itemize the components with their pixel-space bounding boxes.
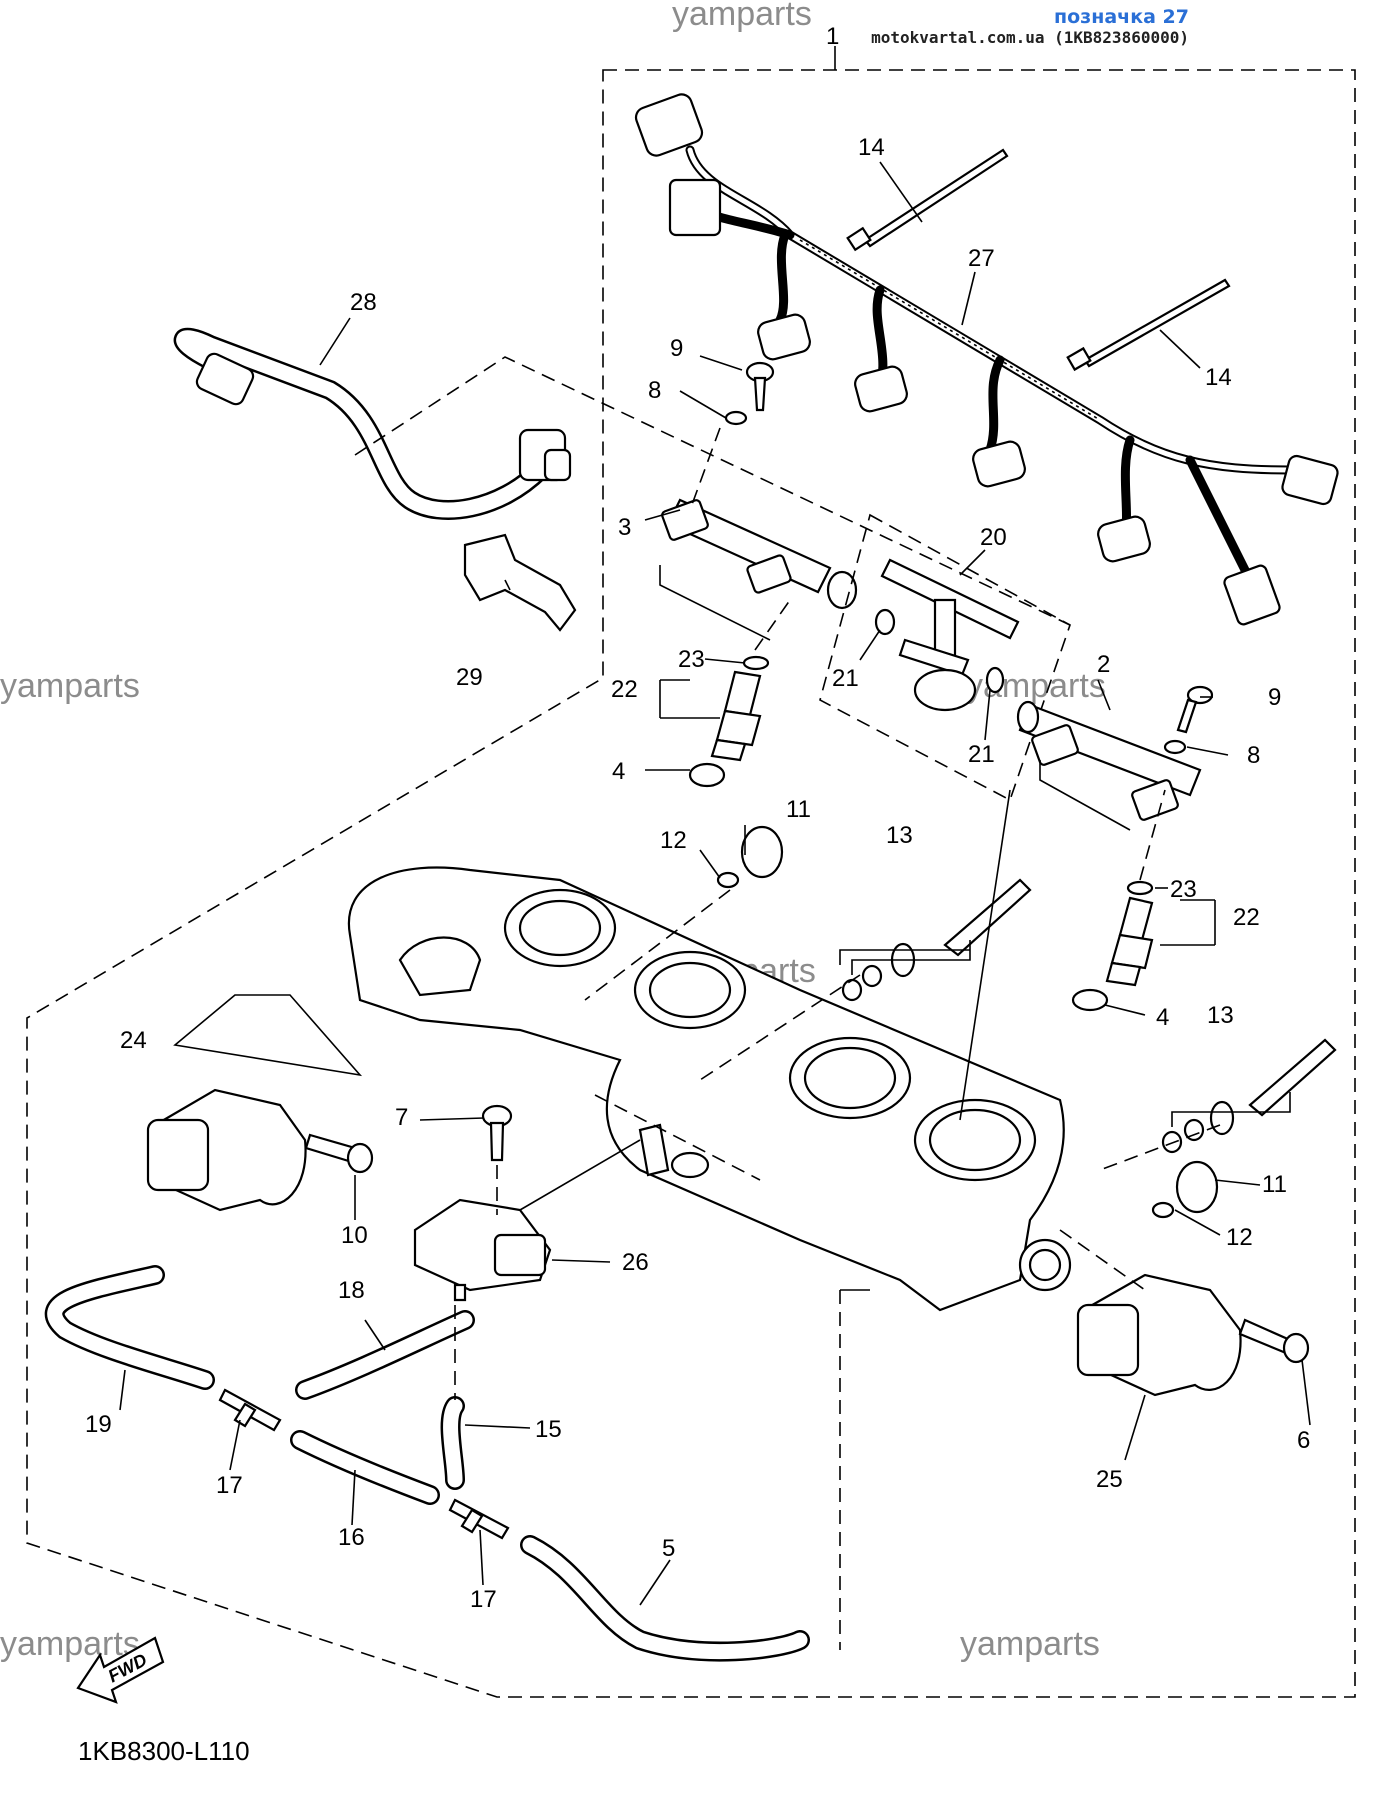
screw[interactable]: [304, 1133, 374, 1174]
callout-11: 11: [786, 796, 811, 823]
t-joint[interactable]: [218, 1388, 282, 1432]
callout-4: 4: [612, 758, 625, 785]
callout-2: 2: [1097, 651, 1110, 678]
pressure-regulator[interactable]: [880, 558, 1020, 712]
o-ring[interactable]: [985, 666, 1005, 694]
vacuum-hose[interactable]: [440, 1396, 465, 1490]
fuel-injector-right[interactable]: [1105, 896, 1154, 987]
callout-27: 27: [968, 245, 995, 272]
fuel-rail-left[interactable]: [661, 498, 858, 610]
callout-9: 9: [670, 335, 683, 362]
throttle-position-sensor[interactable]: [1076, 1273, 1242, 1397]
washer[interactable]: [724, 410, 748, 426]
watermark: yamparts: [672, 0, 812, 33]
washer[interactable]: [1163, 739, 1187, 755]
callout-12: 12: [1226, 1224, 1253, 1251]
screw[interactable]: [481, 1104, 513, 1162]
callout-1: 1: [826, 23, 839, 50]
callout-22: 22: [611, 676, 638, 703]
bolt[interactable]: [745, 361, 775, 412]
bypass-screw[interactable]: [1161, 1038, 1337, 1154]
callout-25: 25: [1096, 1466, 1123, 1493]
callout-14: 14: [1205, 364, 1232, 391]
callout-21: 21: [832, 665, 859, 692]
wire-harness[interactable]: [633, 92, 1339, 626]
o-ring[interactable]: [742, 655, 770, 671]
callout-20: 20: [980, 524, 1007, 551]
callout-8: 8: [648, 377, 661, 404]
site-label[interactable]: позначка 27: [1054, 6, 1189, 28]
callouts: 1 2 3 4 4 5 6 7 8 8 9 9 10 11 11 12 12 1…: [85, 23, 1310, 1613]
callout-12: 12: [660, 827, 687, 854]
callout-13: 13: [1207, 1002, 1234, 1029]
clip[interactable]: [716, 871, 740, 889]
callout-23: 23: [678, 646, 705, 673]
fuel-injector-left[interactable]: [710, 670, 762, 762]
intake-pressure-sensor[interactable]: [413, 1198, 552, 1302]
callout-4: 4: [1156, 1004, 1169, 1031]
vacuum-hose[interactable]: [295, 1310, 475, 1400]
callout-7: 7: [395, 1104, 408, 1131]
callout-11: 11: [1262, 1171, 1287, 1198]
callout-15: 15: [535, 1416, 562, 1443]
clip[interactable]: [1151, 1201, 1175, 1219]
callout-3: 3: [618, 514, 631, 541]
fuel-hose[interactable]: [173, 327, 572, 520]
source-label: motokvartal.com.ua (1KB823860000): [871, 28, 1189, 47]
bolt[interactable]: [1176, 685, 1214, 734]
callout-21: 21: [968, 741, 995, 768]
callout-18: 18: [338, 1277, 365, 1304]
seal[interactable]: [688, 762, 726, 788]
callout-29: 29: [456, 664, 483, 691]
assembly-boundary: [26, 69, 1356, 1698]
callout-28: 28: [350, 289, 377, 316]
watermark: yamparts: [960, 1625, 1100, 1663]
vacuum-hose[interactable]: [290, 1430, 440, 1505]
cap[interactable]: [1175, 1160, 1219, 1214]
t-joint[interactable]: [448, 1498, 510, 1540]
fuel-rail-right[interactable]: [1016, 700, 1202, 821]
throttle-position-sensor[interactable]: [146, 1088, 307, 1212]
hose-clamp[interactable]: [463, 533, 577, 632]
cable-tie[interactable]: [1066, 278, 1231, 372]
throttle-body[interactable]: [347, 866, 1072, 1312]
regulator-group-boundary: [819, 513, 1071, 802]
vacuum-hose[interactable]: [44, 1265, 215, 1390]
callout-26: 26: [622, 1249, 649, 1276]
callout-16: 16: [338, 1524, 365, 1551]
callout-22: 22: [1233, 904, 1260, 931]
bypass-screw[interactable]: [841, 878, 1032, 1002]
callout-8: 8: [1247, 742, 1260, 769]
callout-14: 14: [858, 134, 885, 161]
callout-9: 9: [1268, 684, 1281, 711]
seal[interactable]: [1071, 988, 1109, 1012]
callout-6: 6: [1297, 1427, 1310, 1454]
callout-17: 17: [470, 1586, 497, 1613]
leader-lines: [119, 161, 1311, 1650]
callout-19: 19: [85, 1411, 112, 1438]
callout-5: 5: [662, 1535, 675, 1562]
o-ring[interactable]: [1126, 880, 1154, 896]
cable-tie[interactable]: [846, 148, 1009, 252]
watermark: yamparts: [0, 667, 140, 705]
cap[interactable]: [740, 825, 784, 879]
screw[interactable]: [1238, 1318, 1310, 1364]
watermark: yamparts: [0, 1625, 140, 1663]
vacuum-hose[interactable]: [520, 1535, 810, 1662]
o-ring[interactable]: [874, 608, 896, 636]
diagram-code: 1KB8300-L110: [78, 1736, 250, 1766]
callout-13: 13: [886, 822, 913, 849]
callout-10: 10: [341, 1222, 368, 1249]
callout-17: 17: [216, 1472, 243, 1499]
callout-24: 24: [120, 1027, 147, 1054]
callout-23: 23: [1170, 876, 1197, 903]
